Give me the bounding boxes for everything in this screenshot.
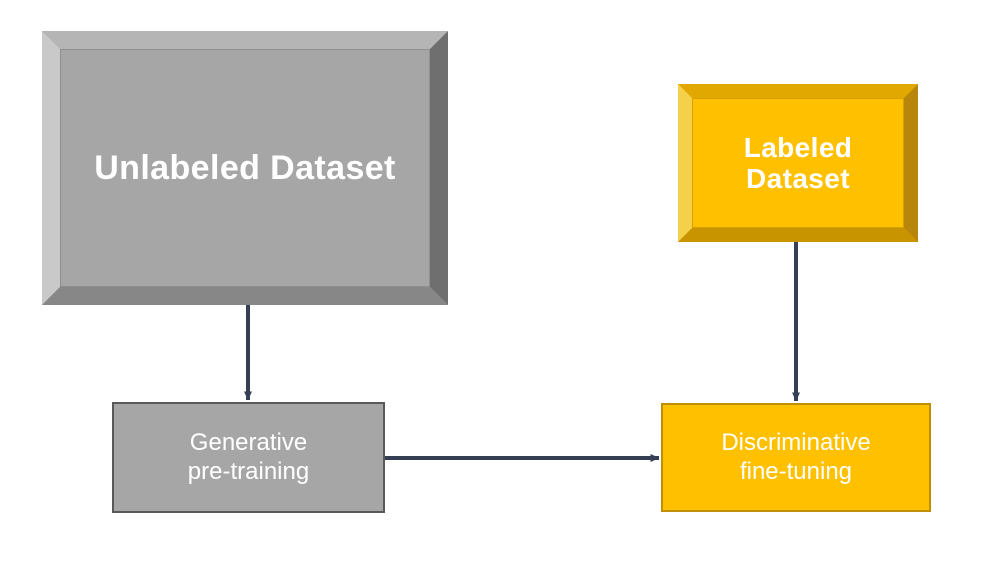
generative-pretraining-label: Generative pre-training xyxy=(187,428,310,485)
labeled-dataset-bevel-bottom xyxy=(678,228,918,242)
labeled-dataset-bevel-top xyxy=(678,84,918,98)
unlabeled-dataset-bevel-bottom xyxy=(42,287,448,305)
labeled-dataset-inner: Labeled Dataset xyxy=(692,98,904,228)
unlabeled-dataset-inner: Unlabeled Dataset xyxy=(60,49,430,287)
node-generative-pretraining[interactable]: Generative pre-training xyxy=(112,402,385,513)
unlabeled-dataset-label: Unlabeled Dataset xyxy=(94,148,396,187)
unlabeled-dataset-bevel-top xyxy=(42,31,448,49)
node-unlabeled-dataset[interactable]: Unlabeled Dataset xyxy=(42,31,448,305)
unlabeled-dataset-bevel-right xyxy=(430,31,448,305)
labeled-dataset-label: Labeled Dataset xyxy=(743,131,853,194)
node-discriminative-finetuning[interactable]: Discriminative fine-tuning xyxy=(661,403,931,512)
discriminative-finetuning-label: Discriminative fine-tuning xyxy=(721,428,871,485)
node-labeled-dataset[interactable]: Labeled Dataset xyxy=(678,84,918,242)
labeled-dataset-bevel-left xyxy=(678,84,692,242)
unlabeled-dataset-bevel-left xyxy=(42,31,60,305)
labeled-dataset-bevel-right xyxy=(904,84,918,242)
